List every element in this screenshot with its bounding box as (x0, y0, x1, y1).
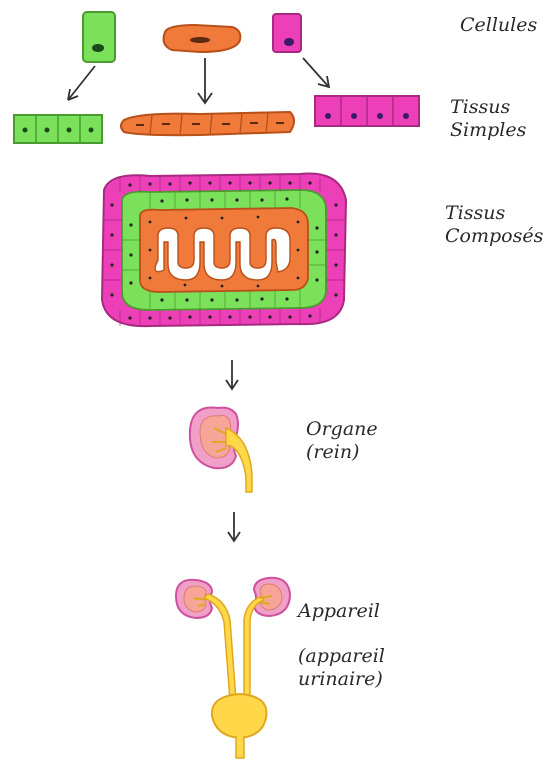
label-tissus-simples-line1: Tissus (450, 96, 526, 119)
pink-tissue (315, 96, 419, 126)
green-tissue (14, 115, 102, 143)
arrow-pink (303, 58, 329, 87)
label-appareil-line3: urinaire) (298, 668, 385, 691)
label-tissus-simples-line2: Simples (450, 119, 526, 142)
urinary-system (176, 578, 290, 758)
arrow-to-system (228, 512, 240, 541)
orange-cell (164, 25, 241, 52)
label-organe: Organe (rein) (306, 418, 378, 464)
label-tissus-simples: Tissus Simples (450, 96, 526, 142)
arrow-green (68, 66, 95, 100)
label-appareil: Appareil (appareil urinaire) (298, 600, 385, 691)
arrow-orange (198, 58, 212, 103)
label-cellules: Cellules (460, 14, 537, 37)
arrow-to-organ (226, 360, 238, 389)
label-tissus-composes: Tissus Composés (445, 202, 543, 248)
composite-tissue (102, 174, 346, 327)
label-cellules-text: Cellules (460, 14, 537, 37)
label-organe-line1: Organe (306, 418, 378, 441)
label-appareil-line1: Appareil (298, 600, 385, 623)
label-organe-line2: (rein) (306, 441, 378, 464)
pink-cell (273, 14, 301, 52)
orange-tissue (121, 112, 294, 135)
label-tissus-composes-line2: Composés (445, 225, 543, 248)
kidney-organ (190, 407, 252, 492)
green-cell (83, 12, 115, 62)
label-appareil-line2: (appareil (298, 645, 385, 668)
label-tissus-composes-line1: Tissus (445, 202, 543, 225)
